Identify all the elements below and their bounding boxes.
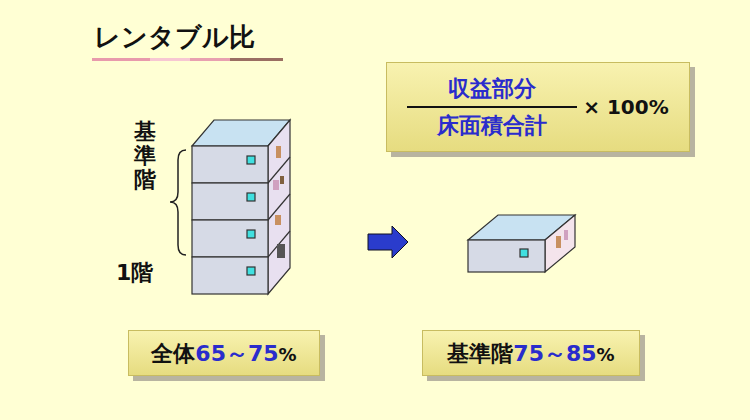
ratio-box: 基準階75～85% — [422, 330, 640, 376]
ratio-value: 65～75 — [195, 339, 278, 369]
percent-sign: % — [279, 344, 297, 365]
brace — [170, 150, 186, 255]
building — [192, 120, 290, 294]
title: レンタブル比 — [94, 20, 255, 55]
standard-floor — [468, 215, 575, 272]
denominator: 床面積合計 — [429, 108, 555, 141]
fraction-bar — [407, 106, 577, 108]
ratio-box: 全体65～75% — [128, 330, 320, 376]
numerator: 収益部分 — [440, 74, 544, 106]
ratio-label: 全体 — [151, 339, 195, 369]
title-underline — [92, 58, 283, 61]
ratio-value: 75～85 — [513, 339, 596, 369]
multiplier: × 100% — [583, 95, 669, 119]
fraction: 収益部分床面積合計 — [407, 74, 577, 141]
floor-range-label: 基準階 — [134, 120, 156, 193]
percent-sign: % — [597, 344, 615, 365]
formula-box: 収益部分床面積合計× 100% — [386, 62, 690, 152]
arrow — [368, 226, 408, 258]
floor-label: 1階 — [116, 258, 153, 288]
ratio-label: 基準階 — [447, 339, 513, 369]
